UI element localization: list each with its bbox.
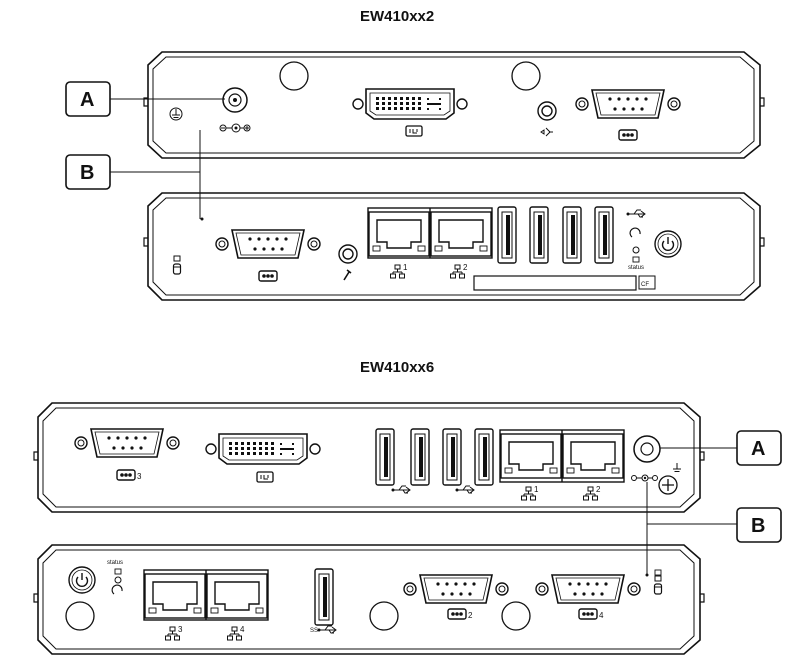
power-jack-icon: [222, 87, 248, 113]
hdd-led-icon: [653, 575, 663, 595]
usb-port: [375, 428, 395, 486]
ethernet-port-3: [144, 573, 206, 619]
status-led: [114, 576, 122, 584]
callout-b-top: B: [65, 130, 201, 219]
headphone-icon: [111, 584, 123, 595]
usb-icon: [626, 209, 646, 218]
ethernet-port-4: [206, 573, 268, 619]
ground-icon: [658, 463, 681, 495]
com-label-3: 3: [137, 472, 142, 481]
usb-port: [410, 428, 430, 486]
audio-jack: [537, 101, 557, 121]
serial-port-2: [403, 574, 509, 604]
ground-icon: [169, 107, 183, 121]
hdd-led-icon: [172, 255, 182, 275]
ew410xx6-front-panel: status 3 4 SS 2 4: [33, 544, 705, 655]
status-label: status: [107, 560, 123, 566]
usb-port: [497, 206, 517, 264]
svg-text:B: B: [80, 162, 94, 184]
serial-port: [215, 229, 321, 259]
usb-port: [529, 206, 549, 264]
ethernet-port-1: [500, 433, 562, 479]
serial-icon: [447, 608, 467, 620]
headphone-icon: [629, 227, 641, 238]
compact-flash-slot: [473, 275, 637, 291]
screw-hole-icon: [279, 61, 309, 91]
lan-label-1: 1: [403, 263, 408, 272]
audio-jack: [338, 244, 358, 264]
svg-text:A: A: [80, 89, 94, 111]
usb-icon: [391, 485, 411, 494]
svg-text:A: A: [751, 438, 765, 460]
svg-text:B: B: [751, 515, 765, 537]
power-polarity-icon: [219, 123, 251, 133]
microphone-icon: [343, 269, 352, 281]
status-label: status: [628, 265, 644, 271]
screw-hole-icon: [511, 61, 541, 91]
ethernet-port-2: [562, 433, 624, 479]
svg-text:CF: CF: [641, 282, 649, 288]
serial-port-4: [535, 574, 641, 604]
screw-hole-icon: [369, 601, 399, 631]
ew410xx6-rear-panel: 3 1 2: [33, 402, 705, 513]
serial-icon: [116, 469, 136, 481]
serial-port: [575, 89, 681, 119]
power-polarity-icon: [631, 474, 658, 482]
lan-label-3: 3: [178, 625, 183, 634]
usb-port: [594, 206, 614, 264]
serial-icon: [258, 270, 278, 282]
ethernet-port-2: [430, 211, 492, 257]
power-jack-icon: [633, 435, 661, 463]
usb-icon: [455, 485, 475, 494]
svg-text:SS: SS: [310, 628, 318, 634]
serial-icon: [618, 129, 638, 141]
dvi-icon: [405, 125, 423, 137]
callout-b-bottom: B: [646, 482, 782, 575]
dvi-icon: [256, 471, 274, 483]
usb-port: [474, 428, 494, 486]
lan-label-1: 1: [534, 485, 539, 494]
ew410xx2-rear-panel: [143, 51, 765, 159]
com-label-2: 2: [468, 611, 473, 620]
diagram-title-ew410xx2: EW410xx2: [360, 8, 434, 25]
usb3-icon: SS: [310, 625, 337, 634]
audio-icon: [540, 127, 553, 137]
lan-label-4: 4: [240, 625, 245, 634]
serial-icon: [578, 608, 598, 620]
com-label-4: 4: [599, 611, 604, 620]
lan-label-2: 2: [596, 485, 601, 494]
callout-a-bottom: A: [660, 430, 782, 466]
status-led: [632, 246, 640, 254]
dvi-port: [352, 88, 468, 120]
led-indicator: [200, 217, 204, 221]
screw-hole-icon: [501, 601, 531, 631]
screw-hole-icon: [65, 601, 95, 631]
serial-port-3: [74, 428, 180, 458]
usb3-port: [314, 568, 334, 626]
power-button-icon[interactable]: [68, 566, 96, 594]
dvi-port: [205, 433, 321, 465]
ethernet-port-1: [368, 211, 430, 257]
compact-flash-icon: CF: [638, 275, 656, 290]
callout-a-top: A: [65, 81, 225, 117]
ew410xx2-front-panel: 1 2 CF status: [143, 192, 765, 301]
usb-port: [562, 206, 582, 264]
usb-port: [442, 428, 462, 486]
diagram-title-ew410xx6: EW410xx6: [360, 359, 434, 376]
power-button-icon[interactable]: [654, 230, 682, 258]
lan-label-2: 2: [463, 263, 468, 272]
